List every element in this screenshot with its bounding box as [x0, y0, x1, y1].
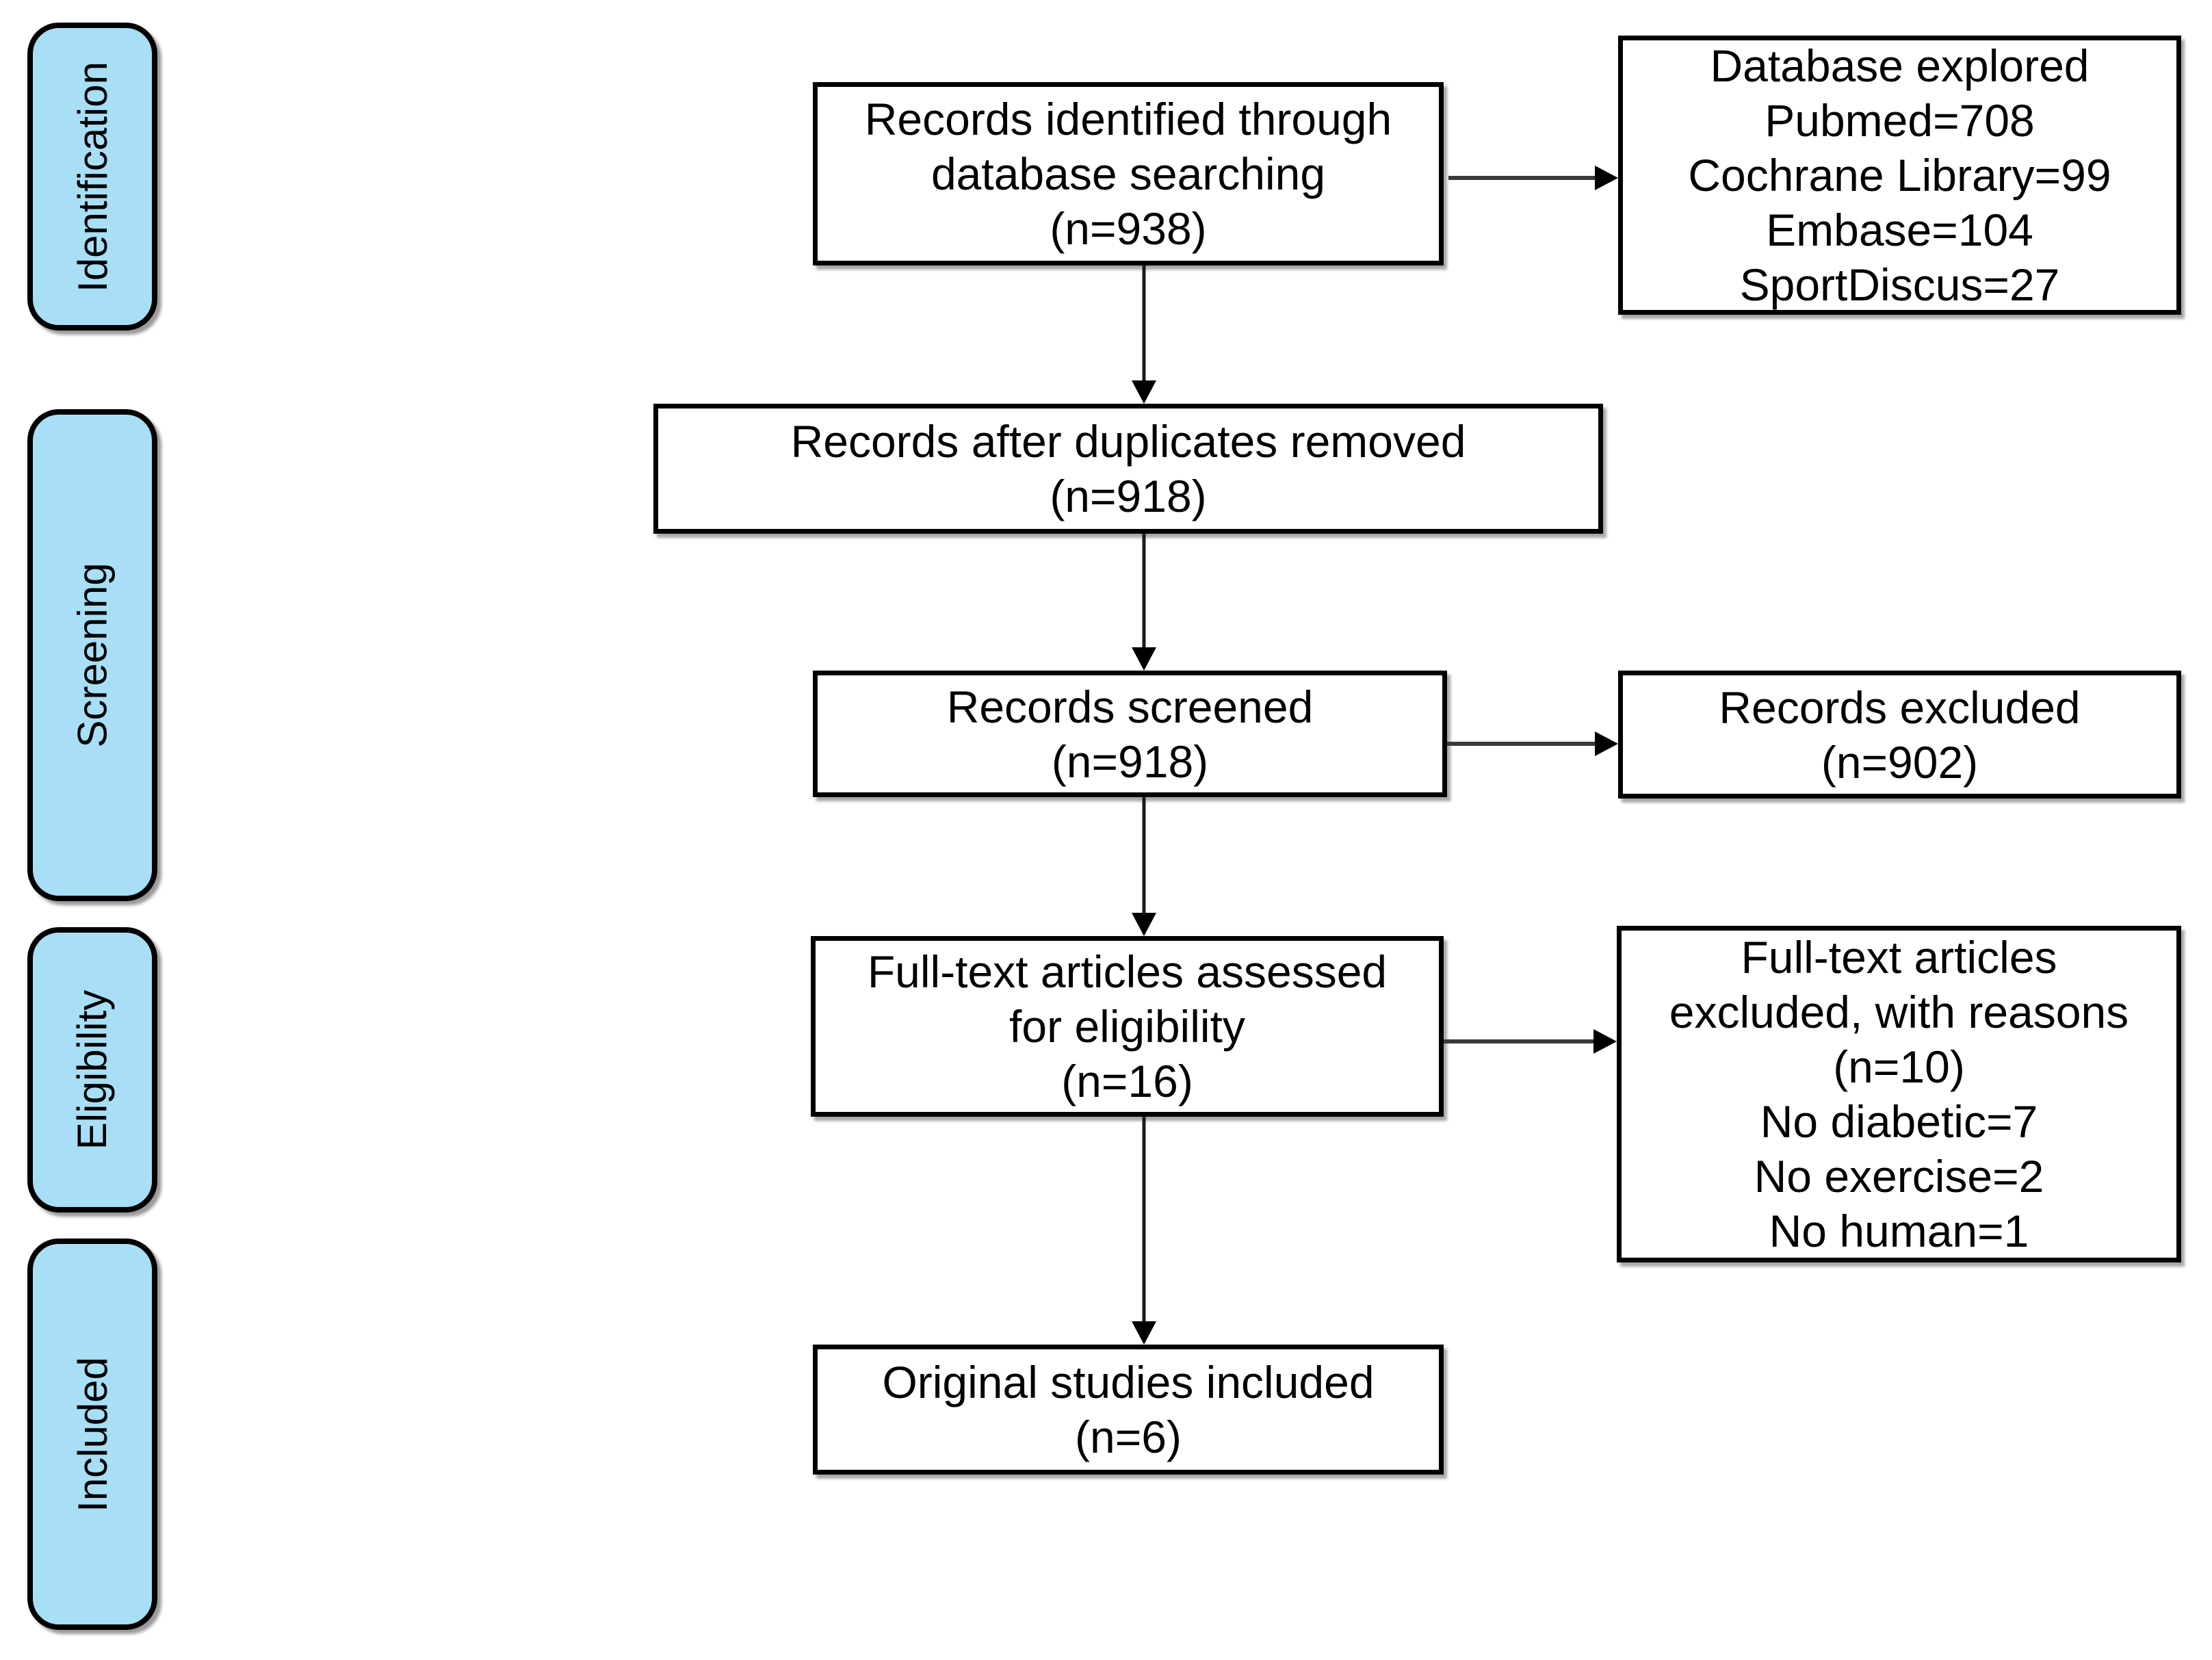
stage-identification: Identification — [27, 23, 157, 330]
box-fulltext-excluded-count: (n=10) — [1833, 1041, 1965, 1092]
box-database-explored-title: Database explored — [1710, 40, 2090, 91]
box-records-excluded: Records excluded (n=902) — [1618, 671, 2181, 799]
box-studies-included-line: Original studies included — [882, 1357, 1375, 1408]
arrow-shaft — [1142, 534, 1146, 650]
box-records-identified-line: Records identified through — [864, 94, 1392, 144]
arrow-down-fulltext-to-included — [1132, 1117, 1156, 1345]
arrowhead-right-icon — [1593, 1029, 1617, 1054]
arrow-down-identified-to-duplicates — [1132, 265, 1156, 404]
stage-eligibility-label: Eligibility — [69, 989, 116, 1150]
arrow-shaft — [1448, 176, 1599, 180]
box-duplicates-removed-count: (n=918) — [1050, 471, 1207, 521]
box-records-identified: Records identified through database sear… — [813, 82, 1444, 265]
box-fulltext-excluded-reason-diabetic: No diabetic=7 — [1760, 1096, 2038, 1147]
box-records-excluded-count: (n=902) — [1821, 736, 1979, 788]
box-fulltext-excluded: Full-text articles excluded, with reason… — [1617, 926, 2181, 1262]
arrow-shaft — [1142, 797, 1146, 916]
box-studies-included: Original studies included (n=6) — [813, 1345, 1444, 1475]
arrowhead-right-icon — [1595, 166, 1618, 190]
stage-screening: Screening — [27, 409, 157, 901]
box-fulltext-excluded-line: Full-text articles — [1741, 932, 2057, 983]
box-records-identified-line: database searching — [931, 148, 1326, 199]
arrowhead-right-icon — [1595, 731, 1618, 756]
arrow-down-screened-to-fulltext — [1132, 797, 1156, 936]
box-fulltext-excluded-line: excluded, with reasons — [1669, 987, 2129, 1037]
arrow-shaft — [1447, 742, 1599, 746]
arrow-down-duplicates-to-screened — [1132, 534, 1156, 671]
box-duplicates-removed-line: Records after duplicates removed — [790, 416, 1466, 467]
box-fulltext-excluded-reason-human: No human=1 — [1769, 1206, 2029, 1256]
box-database-explored: Database explored Pubmed=708 Cochrane Li… — [1618, 36, 2181, 315]
arrow-right-identified-to-databases — [1448, 166, 1618, 190]
arrow-right-assessed-to-excluded — [1444, 1029, 1617, 1054]
box-fulltext-excluded-reason-exercise: No exercise=2 — [1754, 1151, 2044, 1202]
arrow-right-screened-to-excluded — [1447, 731, 1618, 756]
box-fulltext-assessed-line: for eligibility — [1009, 1001, 1245, 1052]
stage-included: Included — [27, 1238, 157, 1630]
box-studies-included-count: (n=6) — [1075, 1412, 1182, 1462]
box-records-screened: Records screened (n=918) — [813, 671, 1447, 797]
box-database-explored-sportdiscus: SportDiscus=27 — [1739, 259, 2060, 310]
box-fulltext-assessed-line: Full-text articles assessed — [867, 946, 1388, 997]
arrow-shaft — [1142, 265, 1146, 383]
box-database-explored-pubmed: Pubmed=708 — [1765, 95, 2035, 146]
box-database-explored-cochrane: Cochrane Library=99 — [1688, 150, 2111, 200]
arrow-shaft — [1444, 1039, 1598, 1043]
arrowhead-down-icon — [1132, 913, 1156, 936]
box-fulltext-assessed-count: (n=16) — [1061, 1056, 1193, 1106]
box-database-explored-embase: Embase=104 — [1766, 205, 2033, 255]
arrowhead-down-icon — [1132, 380, 1156, 404]
box-records-screened-line: Records screened — [946, 681, 1314, 732]
stage-screening-label: Screening — [69, 562, 116, 748]
box-records-screened-count: (n=918) — [1051, 736, 1209, 787]
box-fulltext-assessed: Full-text articles assessed for eligibil… — [811, 936, 1444, 1117]
stage-identification-label: Identification — [69, 61, 116, 292]
arrowhead-down-icon — [1132, 1321, 1156, 1345]
box-records-identified-count: (n=938) — [1050, 203, 1207, 254]
stage-included-label: Included — [69, 1356, 116, 1512]
stage-eligibility: Eligibility — [27, 927, 157, 1212]
box-records-excluded-line: Records excluded — [1719, 682, 2081, 733]
box-duplicates-removed: Records after duplicates removed (n=918) — [653, 404, 1603, 534]
arrowhead-down-icon — [1132, 647, 1156, 671]
arrow-shaft — [1142, 1117, 1146, 1324]
